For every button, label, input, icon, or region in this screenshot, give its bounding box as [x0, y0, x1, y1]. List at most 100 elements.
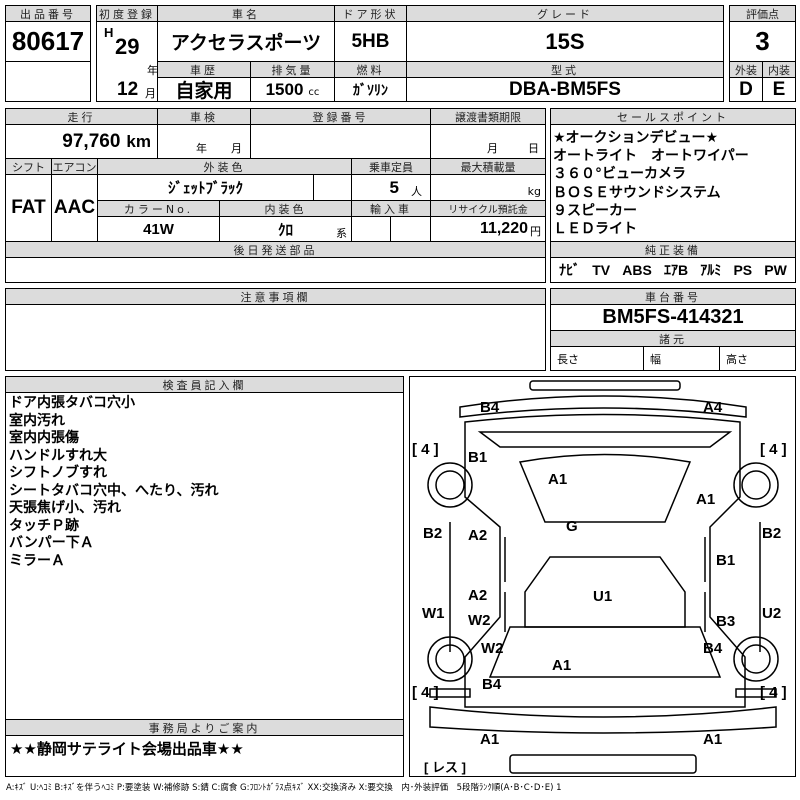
recycle-cell: 11,220 円: [430, 216, 546, 242]
office-label: 事務局よりご案内: [5, 719, 404, 736]
tire-depth: 4: [769, 441, 778, 458]
equip-pw: PW: [764, 262, 787, 278]
transfer-day-unit: 日: [528, 142, 539, 155]
damage-mark: B1: [716, 552, 736, 569]
max-load-cell: kg: [430, 174, 546, 201]
capacity-unit: 人: [411, 184, 422, 198]
spare-value: レス: [431, 760, 458, 775]
displacement-label: 排気量: [250, 61, 335, 78]
damage-mark: B4: [482, 676, 502, 693]
equipment: ﾅﾋﾞ TV ABS ｴｱB ｱﾙﾐ PS PW: [550, 257, 796, 283]
sales-point: ９スピーカー: [553, 202, 637, 219]
int-color: ｸﾛ: [277, 221, 293, 239]
shift: FAT: [5, 174, 52, 242]
mileage-unit: km: [126, 131, 151, 151]
year-unit: 年: [147, 64, 158, 77]
damage-mark: G: [566, 518, 578, 535]
inspector-item: シフトノブすれ: [9, 465, 107, 481]
sales-points: ★オークションデビュー★ オートライト オートワイパー ３６０°ビューカメラ Ｂ…: [550, 124, 796, 242]
displacement: 1500: [265, 79, 304, 99]
inspector-label: 検査員記入欄: [5, 376, 404, 393]
door-type: 5HB: [334, 21, 407, 62]
damage-mark: A2: [468, 587, 488, 604]
mileage: 97,760: [62, 130, 121, 152]
damage-mark: W2: [468, 612, 491, 629]
equipment-label: 純正装備: [550, 241, 796, 258]
lot-blank: [5, 61, 91, 102]
fuel-label: 燃料: [334, 61, 407, 78]
transfer-label: 譲渡書類期限: [430, 108, 546, 125]
transfer-cell: 月 日: [430, 124, 546, 159]
reg-month: 12: [117, 79, 139, 100]
damage-mark: B3: [716, 613, 736, 630]
import-a: [351, 216, 391, 242]
shift-label: シフト: [5, 158, 52, 175]
grade-label: グレード: [406, 5, 724, 22]
car-name: アクセラスポーツ: [157, 21, 335, 62]
sales-point: ３６０°ビューカメラ: [553, 166, 686, 183]
sales-point: ＬＥＤライト: [553, 221, 637, 238]
ac: AAC: [51, 174, 98, 242]
notes-label: 注意事項欄: [5, 288, 546, 305]
inspector-list: ドア内張タバコ穴小 室内汚れ 室内内張傷 ハンドルすれ大 シフトノブすれ シート…: [9, 395, 218, 570]
car-diagram: B4 A4 B1 A1 A1 G B2 A2 A2 B1 B2 U1 W1 W2…: [409, 376, 796, 777]
legend: A:ｷｽﾞ U:ﾍｺﾐ B:ｷｽﾞを伴うﾍｺﾐ P:要塗装 W:補修跡 S:錆 …: [6, 783, 562, 793]
era: H: [104, 25, 114, 40]
damage-mark: B2: [762, 525, 782, 542]
ext-score-label: 外装: [729, 61, 763, 78]
inspection-month-unit: 月: [231, 142, 242, 155]
capacity-label: 乗車定員: [351, 158, 431, 175]
capacity: 5: [389, 177, 399, 197]
damage-mark: B2: [423, 525, 443, 542]
inspector-item: 室内内張傷: [9, 430, 79, 446]
damage-mark: B4: [480, 399, 500, 416]
ext-color-extra: [313, 174, 352, 201]
transfer-month-unit: 月: [487, 142, 498, 155]
damage-mark: W2: [481, 640, 504, 657]
tire-depth: 4: [769, 684, 778, 701]
mileage-label: 走行: [5, 108, 158, 125]
sales-point: オートライト オートワイパー: [553, 148, 749, 165]
tire-depth: 4: [421, 684, 430, 701]
car-name-label: 車名: [157, 5, 335, 22]
inspector-item: ミラーＡ: [9, 552, 65, 569]
lot-number: 80617: [5, 21, 91, 62]
tire-fl: [ 4 ]: [412, 441, 439, 458]
lot-label: 出品番号: [5, 5, 91, 22]
spec-height: 高さ: [719, 346, 796, 371]
damage-mark: A1: [696, 491, 716, 508]
equip-airbag: ｴｱB: [664, 262, 689, 278]
model-label: 型式: [406, 61, 724, 78]
door-label: ドア形状: [334, 5, 407, 22]
equip-abs: ABS: [622, 262, 652, 278]
damage-mark: A1: [552, 657, 572, 674]
inspection-year-unit: 年: [196, 142, 207, 155]
car-outline-icon: [427, 380, 779, 774]
sales-points-label: セールスポイント: [550, 108, 796, 125]
reg-no: [250, 124, 431, 159]
sales-point: ★オークションデビュー★: [553, 130, 719, 146]
chassis-number: BM5FS-414321: [550, 304, 796, 331]
import-b: [390, 216, 431, 242]
int-color-cell: ｸﾛ 系: [219, 216, 352, 242]
fuel: ｶﾞｿﾘﾝ: [334, 77, 407, 102]
notes: [5, 304, 546, 371]
reg-no-label: 登録番号: [250, 108, 431, 125]
ext-color-label: 外装色: [97, 158, 352, 175]
import-label: 輸入車: [351, 200, 431, 217]
grade: 15S: [406, 21, 724, 62]
specs-label: 諸元: [550, 330, 796, 347]
equip-tv: TV: [592, 262, 611, 278]
int-score-label: 内装: [762, 61, 796, 78]
int-score: E: [762, 77, 796, 102]
model-code: DBA-BM5FS: [406, 77, 724, 102]
inspector-item: シートタバコ穴中、へたり、汚れ: [9, 482, 219, 499]
int-color-label: 内装色: [219, 200, 352, 217]
first-reg-label: 初度登録: [96, 5, 158, 22]
first-reg-cell: H 29 年 12 月: [96, 21, 158, 102]
tire-depth: 4: [421, 441, 430, 458]
inspector-item: タッチＰ跡: [9, 517, 79, 534]
ac-label: エアコン: [51, 158, 98, 175]
max-load-unit: kg: [527, 185, 541, 198]
recycle: 11,220: [479, 220, 528, 237]
